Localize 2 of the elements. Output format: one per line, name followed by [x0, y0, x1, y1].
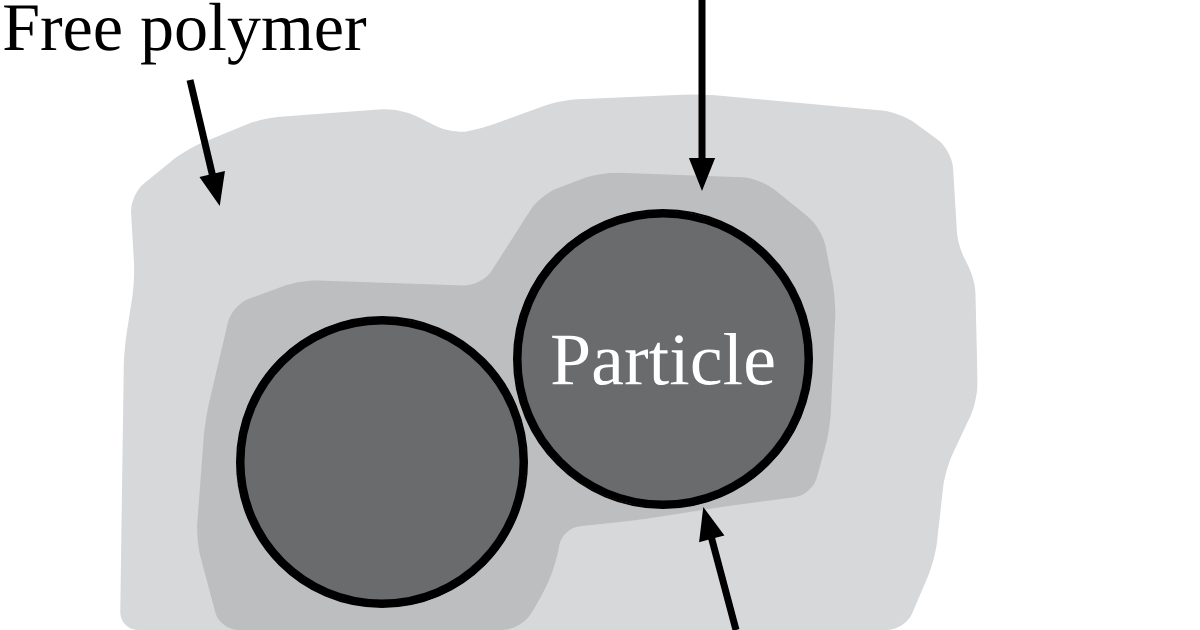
label-text: Free polymer — [4, 2, 367, 65]
particle-circle — [236, 316, 528, 608]
